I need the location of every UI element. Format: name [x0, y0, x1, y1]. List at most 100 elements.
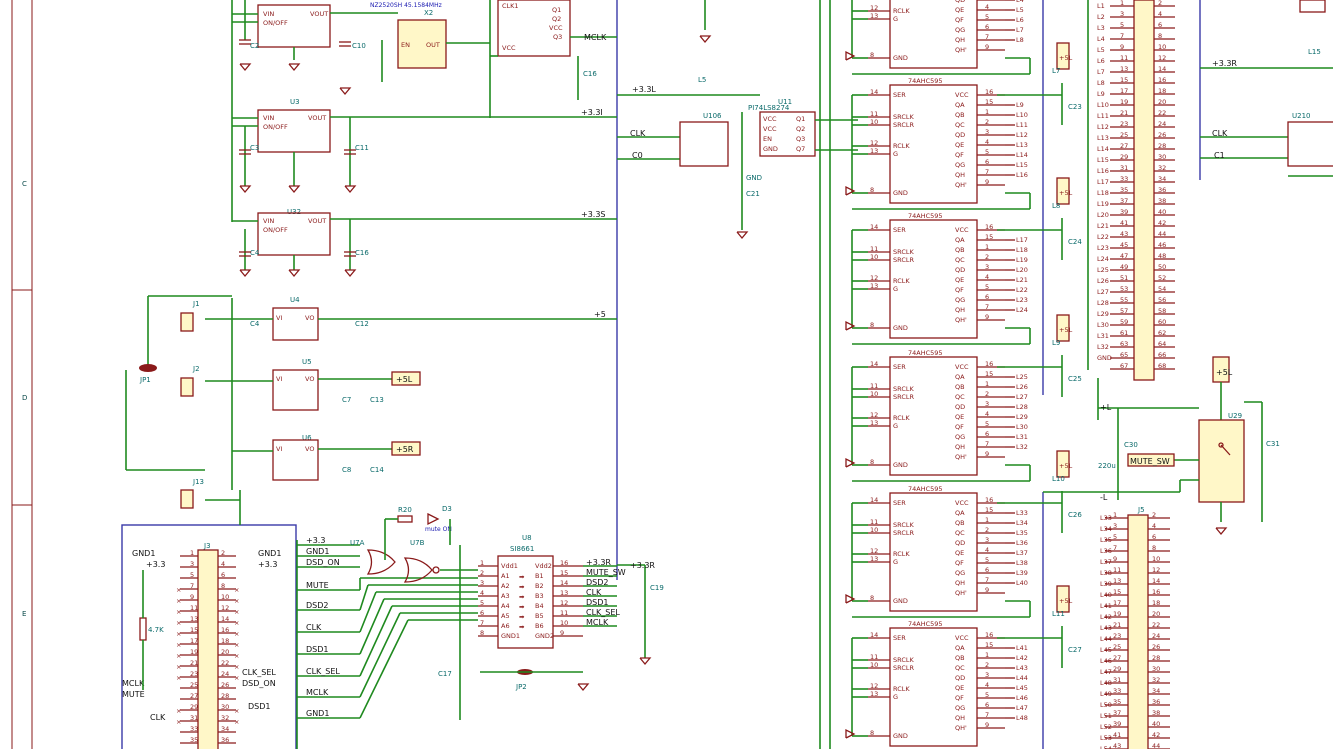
sr-output-label: L4	[1016, 0, 1024, 4]
sr-pin-right: QG	[955, 569, 965, 577]
sr-pin-left: G	[893, 150, 898, 158]
conn-pin-num: 13	[1120, 65, 1128, 73]
conn-net-label: L41	[1100, 602, 1112, 610]
sr-pin-left: SER	[893, 226, 906, 234]
no-connect-icon: ×	[234, 718, 239, 726]
svg-text:VI: VI	[276, 375, 282, 383]
header-pin-num: 32	[221, 714, 229, 722]
sr-output-label: L26	[1016, 383, 1028, 391]
svg-text:Q3: Q3	[553, 33, 562, 41]
conn-pin-num: 16	[1152, 588, 1160, 596]
conn-pin-num: 41	[1113, 731, 1121, 739]
sr-pin-right: QE	[955, 684, 964, 692]
header-pin-num: 5	[190, 571, 194, 579]
oscillator-part: NZ2520SH 45.1584MHz	[370, 2, 442, 9]
sr-pin-left: SRCLR	[893, 664, 914, 672]
svg-text:U7A: U7A	[350, 539, 365, 547]
sr-pin-num: 12	[870, 547, 878, 555]
sr-pin-num: 5	[985, 148, 989, 156]
sr-pin-num: 9	[985, 43, 989, 51]
sr-pin-right: QD	[955, 403, 965, 411]
conn-pin-num: 32	[1158, 164, 1166, 172]
no-connect-icon: ×	[234, 707, 239, 715]
conn-pin-num: 27	[1120, 142, 1128, 150]
sr-output-label: L27	[1016, 393, 1028, 401]
sr-output-label: L45	[1016, 684, 1028, 692]
mux-pin-left: A4	[501, 602, 510, 610]
conn-pin-num: 17	[1120, 87, 1128, 95]
sr-pin-num: 5	[985, 556, 989, 564]
conn-pin-num: 38	[1158, 197, 1166, 205]
conn-pin-num: 4	[1152, 522, 1156, 530]
svg-text:Q1: Q1	[796, 115, 805, 123]
sr-pin-right: VCC	[955, 499, 969, 507]
conn-net-label: L24	[1097, 255, 1109, 263]
conn-net-label: L23	[1097, 244, 1109, 252]
sr-output-label: L35	[1016, 529, 1028, 537]
svg-text:U4: U4	[290, 296, 300, 304]
mux-pin-left: A3	[501, 592, 510, 600]
sr-output-label: L13	[1016, 141, 1028, 149]
svg-text:Q2: Q2	[552, 15, 561, 23]
decoupling-cap: C23	[1068, 103, 1082, 111]
conn-net-label: L35	[1100, 536, 1112, 544]
sr-pin-left: RCLK	[893, 414, 910, 422]
no-connect-icon: ×	[176, 630, 181, 638]
sr-pin-left: G	[893, 15, 898, 23]
sr-pin-left: SER	[893, 91, 906, 99]
conn-pin-num: 36	[1158, 186, 1166, 194]
svg-text:C10: C10	[352, 42, 366, 50]
sr-pin-num: 4	[985, 410, 989, 418]
conn-pin-num: 37	[1120, 197, 1128, 205]
svg-text:+3.3: +3.3	[258, 560, 277, 569]
svg-text:SI8661: SI8661	[510, 545, 534, 553]
svg-text:C0: C0	[632, 151, 643, 160]
sr-output-label: L9	[1016, 101, 1024, 109]
sr-pin-right: QB	[955, 246, 965, 254]
svg-text:C13: C13	[370, 396, 384, 404]
sr-output-label: L43	[1016, 664, 1028, 672]
svg-text:U11: U11	[778, 98, 792, 106]
svg-text:C8: C8	[342, 466, 351, 474]
mux-pin-num: 4	[480, 589, 484, 597]
svg-text:U32: U32	[287, 208, 301, 216]
svg-text:VO: VO	[305, 445, 314, 453]
sr-pin-num: 9	[985, 450, 989, 458]
sr-output-label: L24	[1016, 306, 1028, 314]
decoupling-cap: C27	[1068, 646, 1082, 654]
sr-pin-num: 8	[870, 51, 874, 59]
conn-pin-num: 33	[1120, 175, 1128, 183]
sr-output-label: L5	[1016, 6, 1024, 14]
supply-flag	[1056, 450, 1070, 478]
sr-pin-num: 3	[985, 400, 989, 408]
net-label: DSD1	[306, 645, 329, 654]
sr-output-label: L41	[1016, 644, 1028, 652]
conn-pin-num: 22	[1152, 621, 1160, 629]
sr-pin-left: SRCLR	[893, 393, 914, 401]
mux-pin-num: 9	[560, 629, 564, 637]
sr-pin-left: RCLK	[893, 550, 910, 558]
header-pin-num: 4	[221, 560, 225, 568]
conn-pin-num: 1	[1113, 511, 1117, 519]
conn-pin-num: 42	[1152, 731, 1160, 739]
sr-pin-left: GND	[893, 597, 908, 605]
no-connect-icon: ×	[176, 707, 181, 715]
jumper-jp1[interactable]	[139, 364, 157, 372]
conn-net-label: L47	[1100, 668, 1112, 676]
arrow-icon: ➡	[519, 603, 525, 611]
sr-pin-num: 7	[985, 440, 989, 448]
conn-net-label: L30	[1097, 321, 1109, 329]
mux-pin-right: GND2	[535, 632, 554, 640]
conn-pin-num: 15	[1113, 588, 1121, 596]
conn-pin-num: 49	[1120, 263, 1128, 271]
conn-net-label: L3	[1097, 24, 1105, 32]
conn-pin-num: 28	[1152, 654, 1160, 662]
svg-text:X2: X2	[424, 9, 433, 17]
conn-pin-num: 9	[1120, 43, 1124, 51]
conn-net-label: L2	[1097, 13, 1105, 21]
inductor-ref: L7	[1052, 67, 1060, 75]
sr-pin-right: QA	[955, 236, 965, 244]
shift-register	[889, 0, 978, 69]
sr-pin-num: 13	[870, 419, 878, 427]
